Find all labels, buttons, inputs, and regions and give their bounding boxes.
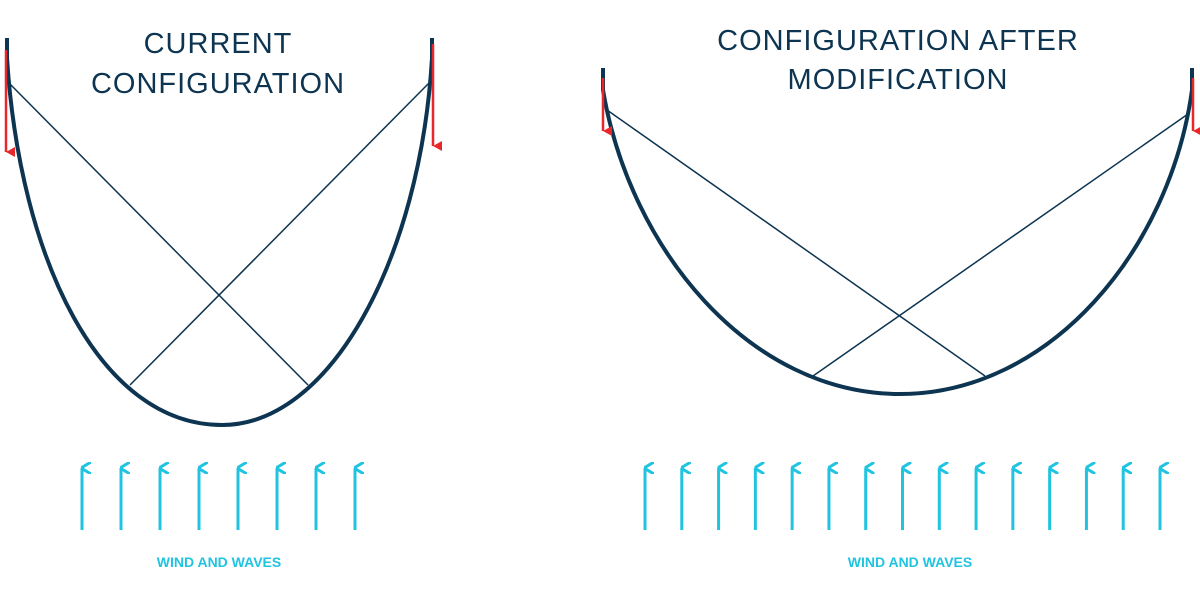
- panel-current-title-line-1: CURRENT: [144, 28, 293, 60]
- panel-current-caption: WIND AND WAVES: [157, 554, 281, 570]
- panel-modified-title-line-1: CONFIGURATION AFTER: [717, 25, 1079, 57]
- modified-hull-curve: [601, 68, 1194, 397]
- current-wind-arrows: [80, 468, 355, 530]
- panel-modified-title-line-2: MODIFICATION: [788, 64, 1009, 96]
- panel-modified-caption: WIND AND WAVES: [848, 554, 972, 570]
- current-brace-left-to-right: [7, 81, 309, 386]
- panel-current: CURRENT CONFIGURATION WIND AND WAVES: [4, 28, 442, 570]
- modified-wind-arrows: [643, 468, 1160, 530]
- modified-brace-right-to-left: [812, 113, 1189, 377]
- panel-modified: CONFIGURATION AFTER MODIFICATION WIND AN…: [601, 25, 1200, 570]
- panel-current-title-line-2: CONFIGURATION: [91, 68, 345, 100]
- current-hull-curve: [5, 38, 434, 428]
- modified-brace-left-to-right: [606, 109, 986, 377]
- current-brace-right-to-left: [129, 81, 431, 386]
